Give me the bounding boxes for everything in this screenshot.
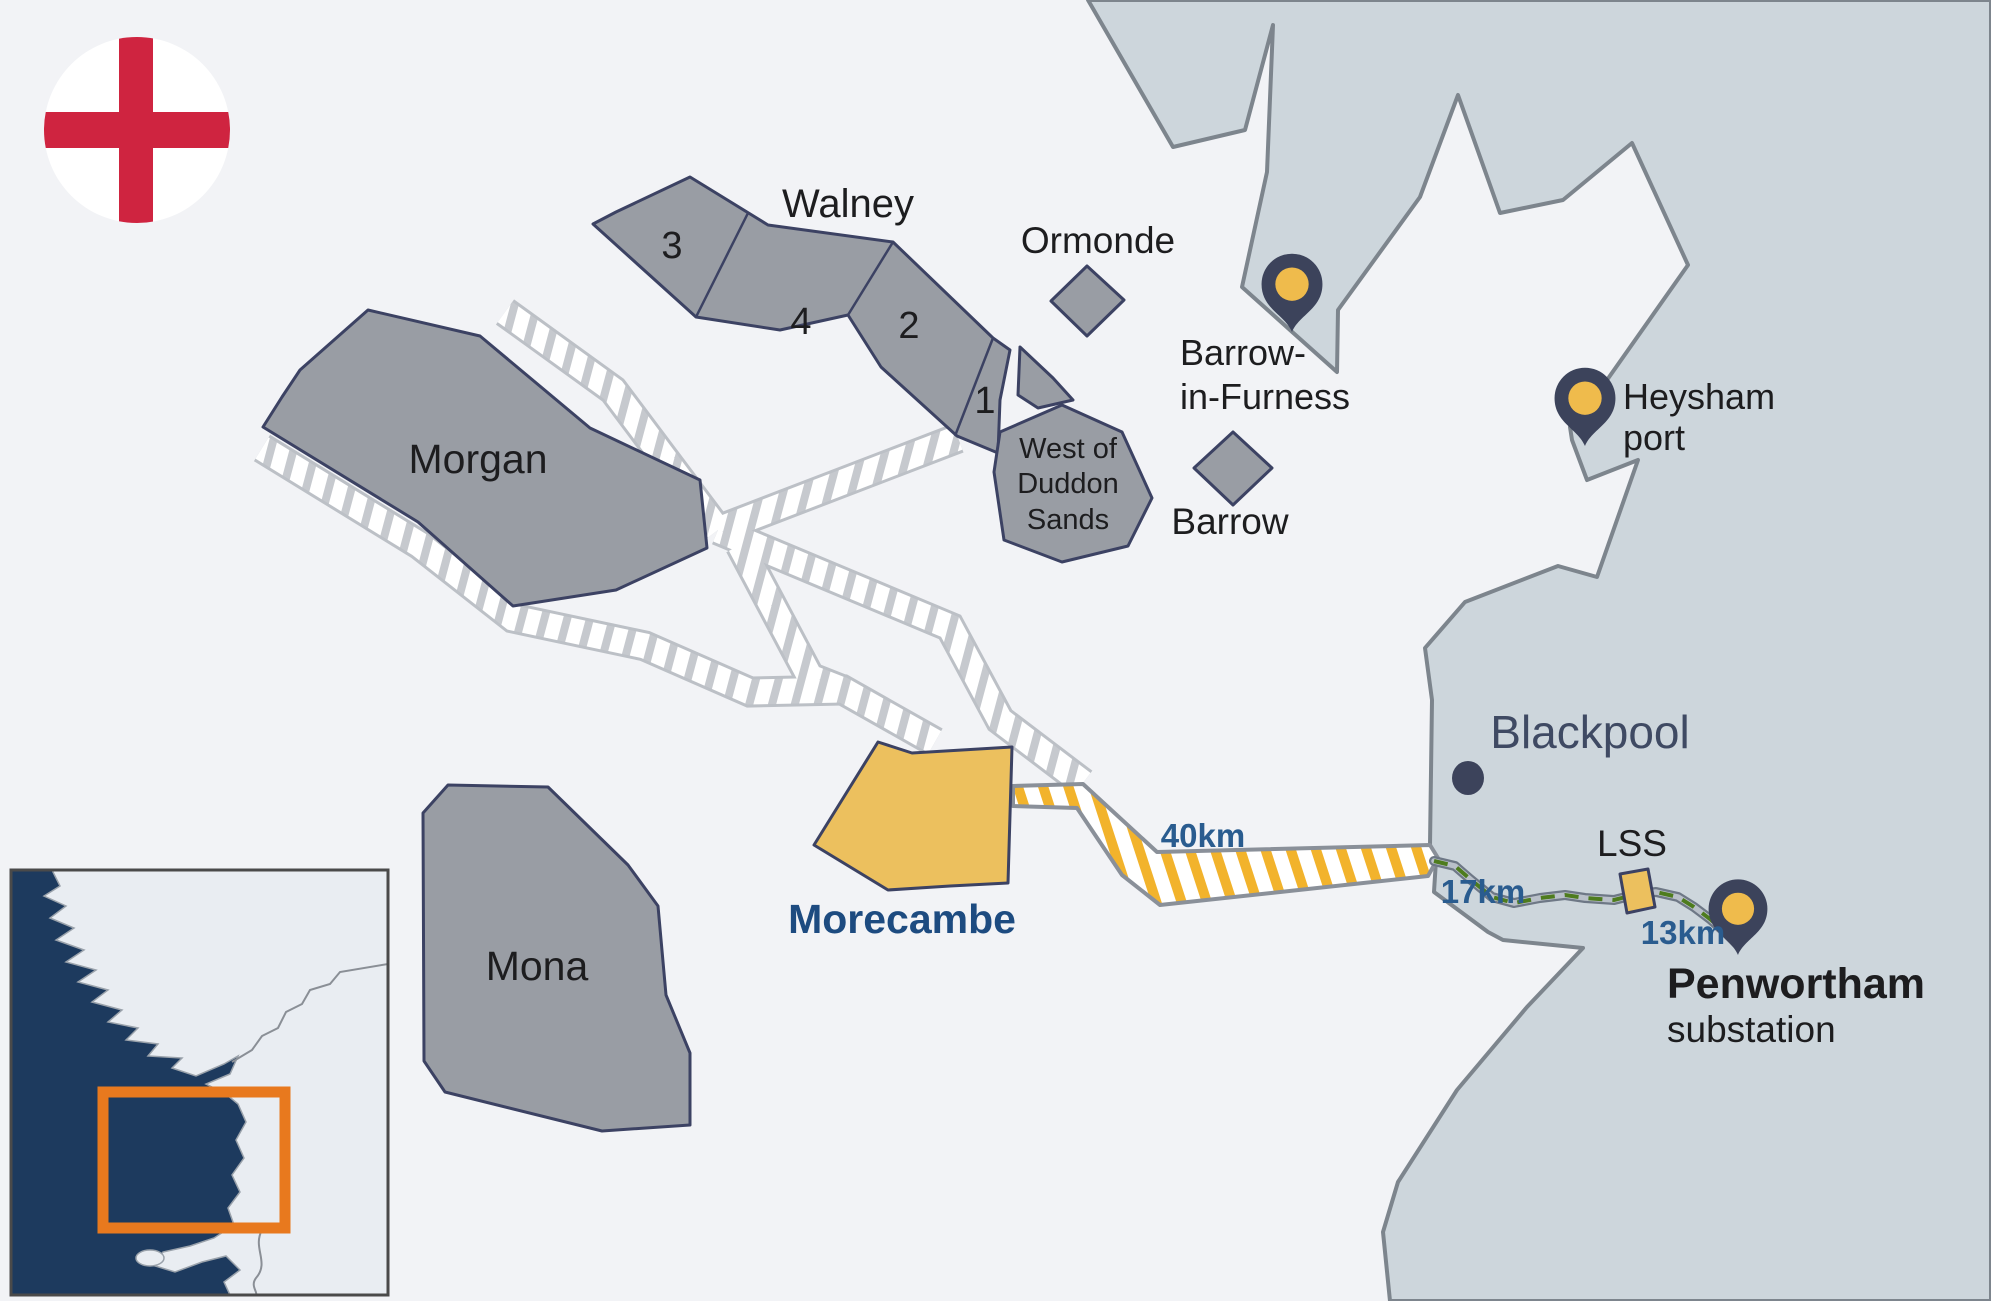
label-heysham-line1: Heysham	[1623, 376, 1775, 417]
zone-morgan	[261, 308, 709, 608]
label-13km: 13km	[1641, 914, 1725, 951]
zone-walney-tail	[1016, 345, 1075, 410]
offshore-export-corridor	[1011, 782, 1440, 907]
label-morecambe: Morecambe	[788, 896, 1016, 942]
windfarm-zones	[261, 175, 1274, 1133]
inset-wales-england-border	[252, 1229, 263, 1294]
label-lss: LSS	[1597, 823, 1667, 864]
label-substation: substation	[1667, 1009, 1836, 1050]
label-heysham-line2: port	[1623, 417, 1685, 458]
onshore-cable-route	[1429, 856, 1742, 949]
label-walney-1: 1	[974, 380, 995, 422]
label-ormonde: Ormonde	[1021, 220, 1175, 261]
label-wods-line2: Duddon	[1017, 468, 1119, 500]
label-17km: 17km	[1441, 873, 1525, 910]
label-wods-line3: Sands	[1027, 504, 1109, 536]
blackpool-dot	[1452, 761, 1484, 795]
label-walney: Walney	[782, 182, 914, 226]
label-barrow-in-furness-line1: Barrow-	[1180, 332, 1306, 373]
zone-walney	[591, 175, 1012, 455]
label-40km: 40km	[1161, 817, 1245, 854]
zone-mona	[421, 783, 692, 1133]
label-walney-2: 2	[898, 305, 919, 347]
england-flag-icon	[44, 37, 230, 223]
inset-highlight-rectangle	[97, 1086, 291, 1234]
label-walney-3: 3	[661, 225, 682, 267]
zone-west-of-duddon-sands	[992, 403, 1154, 564]
lss-box	[1618, 867, 1657, 915]
label-morgan: Morgan	[408, 436, 547, 482]
label-walney-4: 4	[790, 301, 811, 343]
zone-morecambe	[812, 740, 1014, 892]
label-barrow: Barrow	[1171, 501, 1288, 542]
label-blackpool: Blackpool	[1490, 706, 1689, 758]
label-mona: Mona	[486, 943, 589, 989]
inset-great-britain-landmass	[42, 871, 387, 1294]
label-wods-line1: West of	[1019, 433, 1118, 465]
england-coastline-landmass	[1086, 0, 1991, 1301]
label-barrow-in-furness-line2: in-Furness	[1180, 376, 1350, 417]
inset-anglesey	[135, 1249, 165, 1267]
zone-ormonde	[1049, 264, 1126, 338]
inset-scotland-england-border	[231, 963, 387, 1063]
inset-overview-map	[9, 868, 390, 1297]
label-penwortham: Penwortham	[1667, 960, 1925, 1008]
zone-barrow	[1192, 430, 1274, 507]
